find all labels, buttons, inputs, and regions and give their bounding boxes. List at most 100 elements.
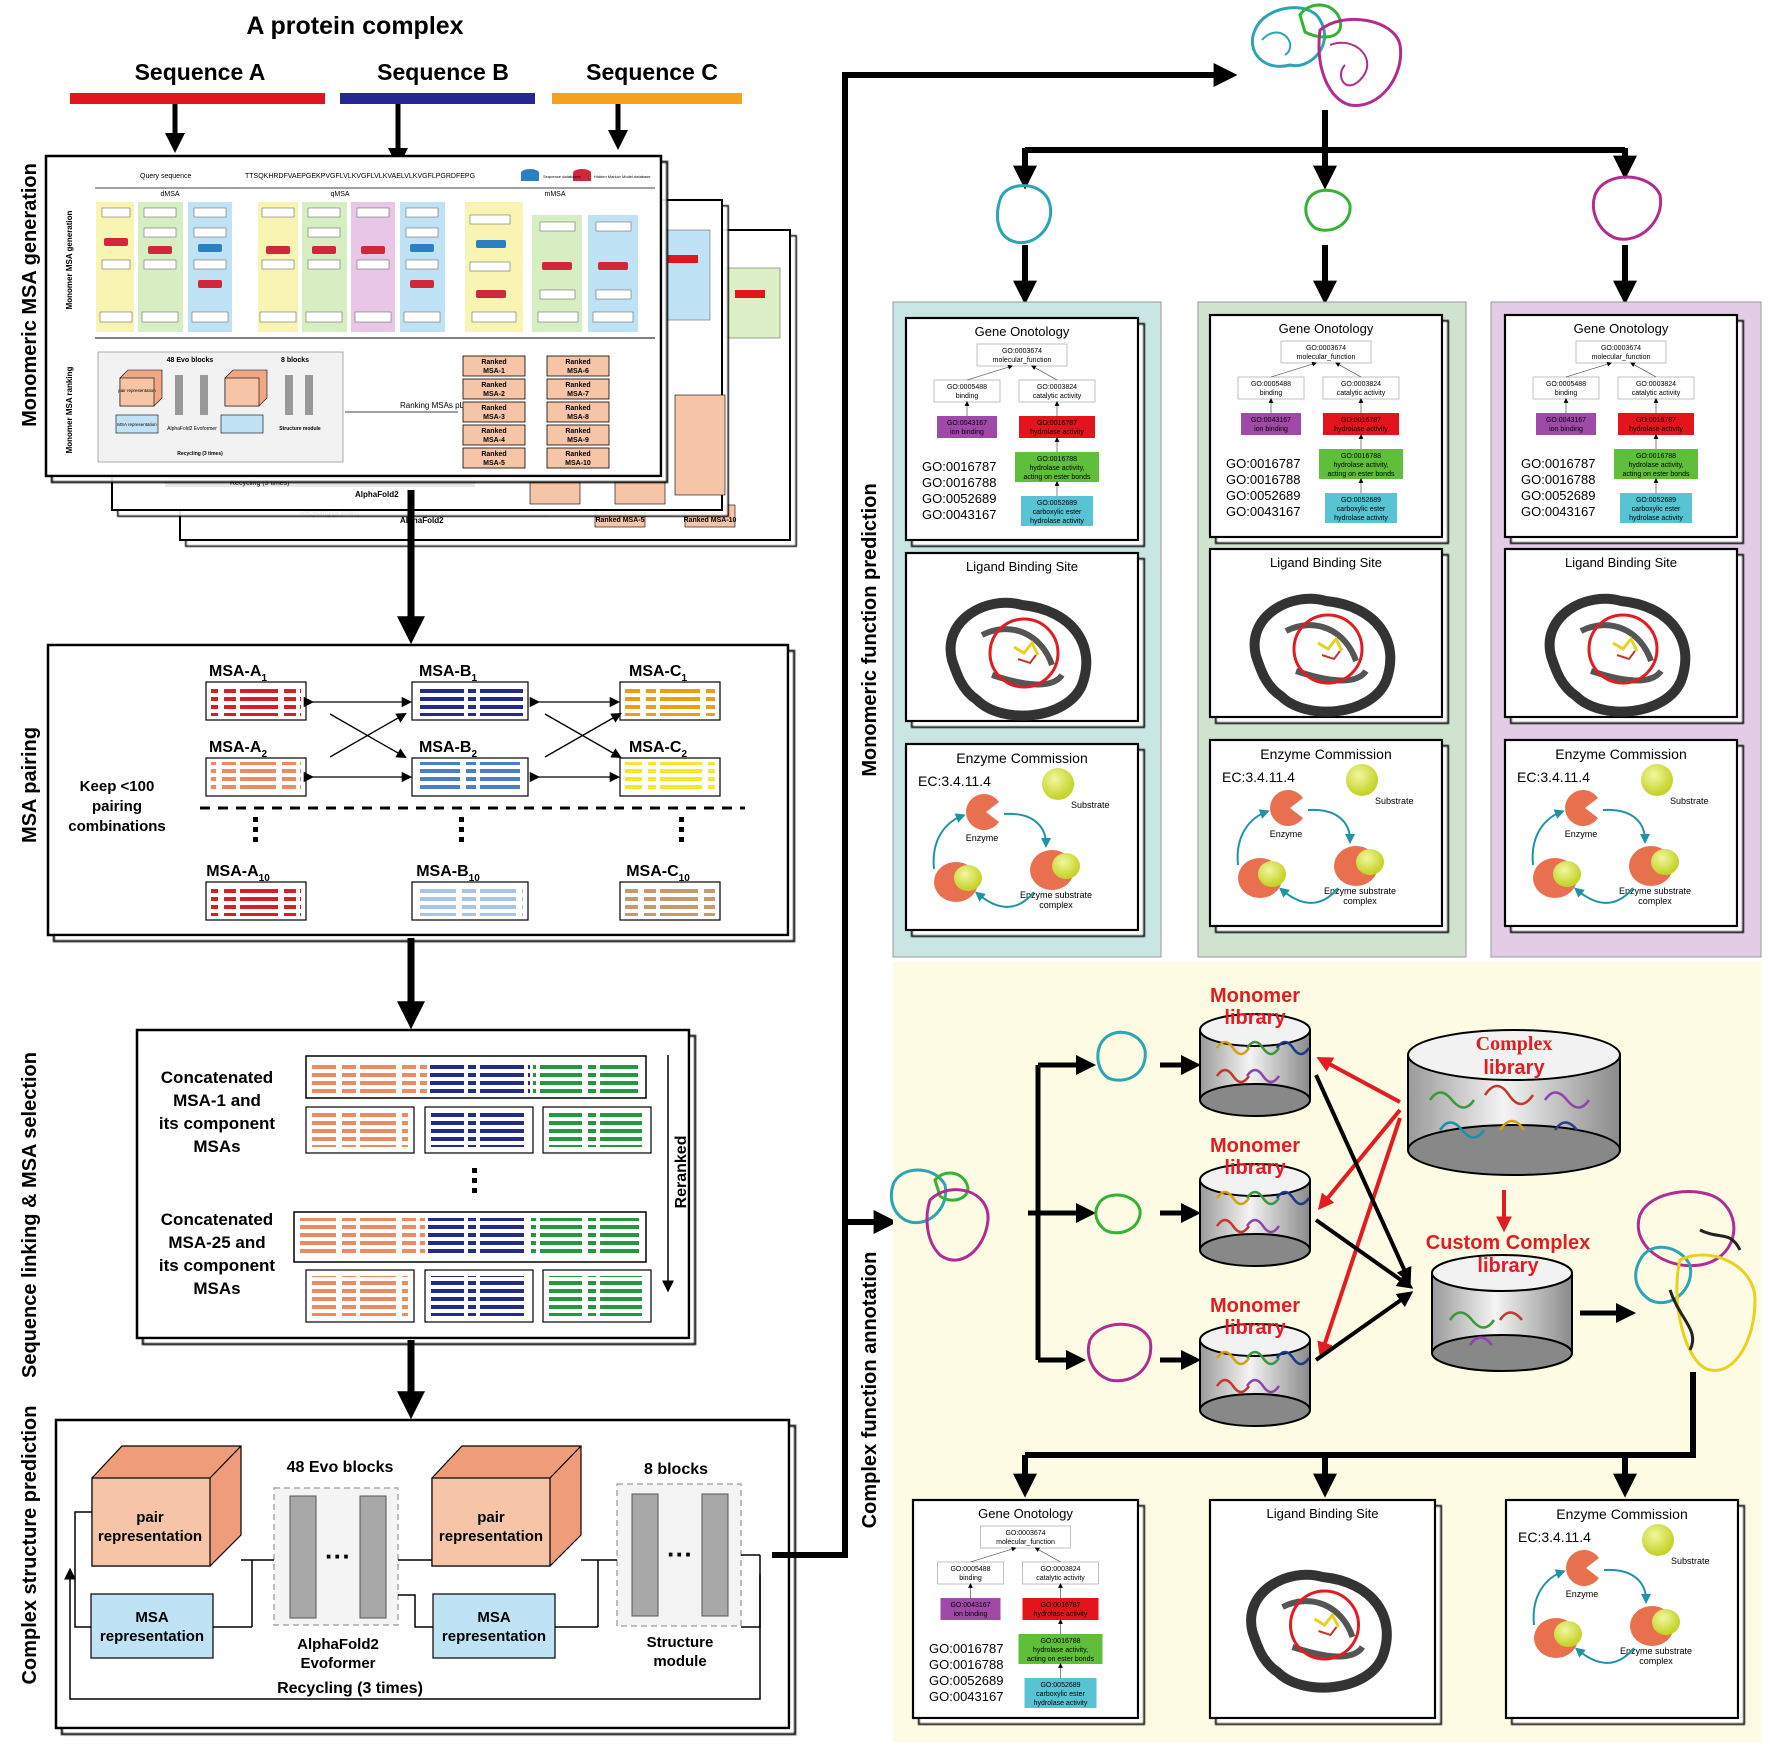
keep-line1: Keep <100 (80, 778, 155, 795)
ligand-red (1017, 654, 1037, 665)
concat25-l4: MSAs (193, 1279, 240, 1298)
custom-complex-library: Custom Complex library (1426, 1232, 1590, 1372)
ranked-msa-box (462, 401, 526, 423)
monomer-library-l1: Monomer (1210, 1295, 1300, 1317)
enzyme-shape (1565, 790, 1598, 826)
ligand-card (904, 551, 1140, 723)
struct-recycling: Recycling (3 times) (277, 1680, 423, 1697)
monomer-library-l2: library (1224, 1157, 1286, 1179)
ligand (1313, 1612, 1340, 1628)
cycle-arrow (1278, 887, 1339, 904)
go-list-item: GO:0016787 (1226, 456, 1300, 471)
go-ester-id: GO:0016788 (1341, 453, 1381, 460)
monomer-lib-c-protein (1086, 1322, 1153, 1383)
go-ester-id: GO:0016788 (1037, 456, 1077, 463)
bottom-ec: Enzyme CommissionEC:3.4.11.4SubstrateEnz… (1504, 1498, 1740, 1720)
complex-label-2: complex (1639, 1656, 1673, 1666)
cylinder-bottom (1199, 1083, 1311, 1117)
sub-monomer-generation: Monomer MSA generation (65, 210, 74, 309)
cycle-arrow (1307, 808, 1355, 844)
sequence-b: Sequence B (340, 59, 535, 168)
ligand-title: Ligand Binding Site (1565, 555, 1677, 570)
go-list-item: GO:0043167 (929, 1689, 1003, 1704)
go-ester-name1: hydrolase activity, (1333, 462, 1388, 469)
library-protein (1215, 1068, 1251, 1084)
ranked-msa-word: Ranked (565, 359, 590, 366)
go-ester-box (1018, 1634, 1103, 1664)
cycle-arrow (1603, 1568, 1651, 1604)
go-title: Gene Onotology (1574, 321, 1669, 336)
cycle-arrow (1236, 809, 1270, 866)
library-protein (1275, 1350, 1311, 1366)
go-ester-box (1015, 452, 1099, 482)
go-ester-name1: hydrolase activity, (1033, 1647, 1088, 1654)
back-recycling-a: Recycling (3 times) (300, 510, 360, 517)
ranked-msa-word: Ranked (565, 451, 590, 458)
pairing-arrows (303, 696, 622, 783)
monomer-library-l2: library (1224, 1317, 1286, 1339)
pair-rep-1-l2: representation (98, 1528, 202, 1545)
msa-rep-1-l1: MSA (135, 1609, 169, 1626)
cycle-arrow (1531, 809, 1565, 866)
pairing-msa-lines (625, 762, 715, 792)
ranked-msa-box (546, 424, 610, 446)
section-monomeric-function: Monomeric function prediction (859, 483, 881, 776)
go-root-name: molecular_function (993, 357, 1052, 364)
go-list-item: GO:0016788 (922, 475, 996, 490)
protein-cartoon (1249, 593, 1396, 717)
ranked-msa-word: Ranked (565, 405, 590, 412)
go-hydrolase-name: hydrolase activity (1334, 426, 1388, 433)
go-edge (1034, 1547, 1061, 1563)
ranked-msa-box (546, 401, 610, 423)
substrate-ball (1346, 764, 1378, 796)
evoformer-l1: AlphaFold2 (297, 1636, 379, 1653)
substrate-label: Substrate (1671, 1556, 1710, 1566)
complex-label-2: complex (1039, 900, 1073, 910)
cycle-arrow (1602, 808, 1650, 844)
pairing-msa-lines (417, 886, 523, 916)
enzyme-shape (1270, 790, 1303, 826)
bottom-ligand: Ligand Binding Site (1208, 1498, 1437, 1720)
go-root-box (1575, 340, 1667, 364)
ligand-title: Ligand Binding Site (1270, 555, 1382, 570)
go-ion-name: ion binding (950, 429, 984, 436)
msa-generation-stack: AlphaFold2 Recycling (3 times) Ranked MS… (44, 154, 791, 541)
concat25-text: Concatenated MSA-25 and its component MS… (159, 1210, 276, 1298)
go-root-id: GO:0003674 (1306, 345, 1346, 352)
go-list-item: GO:0043167 (1521, 504, 1595, 519)
pairing-msa-lines (211, 686, 301, 716)
complex-substrate-left (954, 865, 982, 891)
ranked-msa-box (462, 355, 526, 377)
complex-label-1: Enzyme substrate (1620, 1646, 1692, 1656)
go-ion-id: GO:0043167 (950, 1602, 990, 1609)
mini-pair-rep: pair representation (118, 388, 156, 393)
sequence-b-label: Sequence B (377, 59, 509, 85)
go-catalytic-name: catalytic activity (1036, 1575, 1085, 1582)
ligand (1013, 640, 1040, 656)
pairing-label: MSA-B2 (419, 739, 477, 760)
ranked-msa-word: Ranked (481, 405, 506, 412)
go-ester-id: GO:0016788 (1040, 1638, 1080, 1645)
monomer-lib-b-protein (1094, 1193, 1142, 1235)
section-complex-function: Complex function annotation (859, 1252, 881, 1529)
evoformer-l2: Evoformer (300, 1655, 375, 1672)
back-ranked-b: Ranked MSA-10 (684, 517, 737, 524)
mini-8-blocks: 8 blocks (281, 357, 309, 364)
go-list-item: GO:0052689 (922, 491, 996, 506)
back-recycling-b: Recycling (3 times) (230, 480, 290, 487)
protein-cartoon (1544, 593, 1691, 717)
main-flow-line (772, 63, 1238, 1558)
ranking-label: Ranking MSAs pLDDT (400, 401, 481, 410)
back-alphafold2-a: AlphaFold2 (400, 516, 444, 525)
go-list-item: GO:0016788 (1521, 472, 1595, 487)
complex-substrate-right (1652, 1609, 1680, 1635)
go-list-item: GO:0043167 (922, 507, 996, 522)
protein-cartoon (1246, 1569, 1392, 1693)
go-root-name: molecular_function (1297, 354, 1356, 361)
ligand-red (1616, 650, 1636, 661)
pairing-msa-lines (417, 762, 523, 792)
mini-msa-rep: MSA representation (117, 422, 157, 427)
complex-substrate-left (1258, 861, 1286, 887)
